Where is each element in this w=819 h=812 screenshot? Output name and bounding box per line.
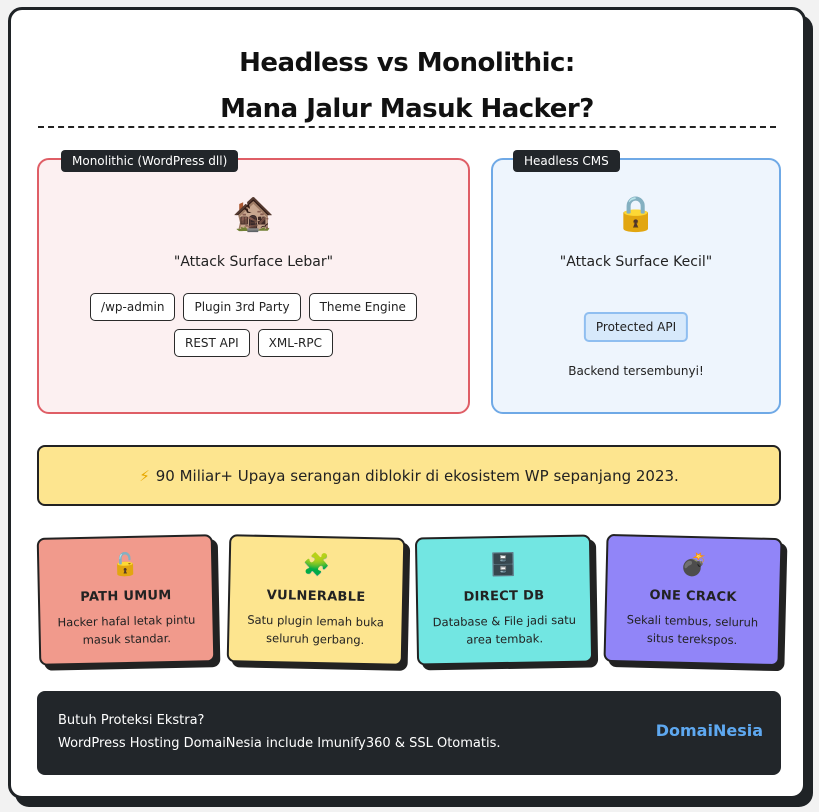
chip-xml-rpc: XML-RPC xyxy=(257,329,333,357)
monolithic-tag: Monolithic (WordPress dll) xyxy=(61,150,239,172)
cta-footer: Butuh Proteksi Ekstra? WordPress Hosting… xyxy=(37,691,781,775)
chip-theme-engine: Theme Engine xyxy=(308,293,417,321)
backend-note: Backend tersembunyi! xyxy=(568,364,704,378)
headless-panel: Headless CMS 🔒 "Attack Surface Kecil" Pr… xyxy=(491,150,781,414)
card-heading: DIRECT DB xyxy=(463,588,545,605)
chip-plugin: Plugin 3rd Party xyxy=(183,293,301,321)
brand-logo[interactable]: DomaiNesia xyxy=(655,721,763,740)
cabinet-icon: 🗄️ xyxy=(489,552,518,579)
card-heading: ONE CRACK xyxy=(649,587,737,606)
headless-subtitle: "Attack Surface Kecil" xyxy=(559,254,713,270)
house-icon: 🏚️ xyxy=(232,194,275,234)
card-description: Sekali tembus, seluruh situs terekspos. xyxy=(626,612,759,648)
card-path-umum: 🔓 PATH UMUM Hacker hafal letak pintu mas… xyxy=(36,534,216,666)
puzzle-icon: 🧩 xyxy=(302,552,331,579)
attack-surface-chips: /wp-admin Plugin 3rd Party Theme Engine … xyxy=(39,293,468,357)
monolithic-subtitle: "Attack Surface Lebar" xyxy=(173,254,334,270)
dashed-divider xyxy=(38,126,776,128)
page-title: Headless vs Monolithic: Mana Jalur Masuk… xyxy=(11,40,803,132)
stat-text: 90 Miliar+ Upaya serangan diblokir di ek… xyxy=(155,466,679,485)
title-line-1: Headless vs Monolithic: xyxy=(239,48,575,78)
card-heading: PATH UMUM xyxy=(80,588,172,605)
card-description: Database & File jadi satu area tembak. xyxy=(432,612,577,647)
footer-offer: WordPress Hosting DomaiNesia include Imu… xyxy=(58,736,501,751)
title-line-2: Mana Jalur Masuk Hacker? xyxy=(220,94,594,124)
card-description: Hacker hafal letak pintu masuk standar. xyxy=(57,612,196,647)
lightning-icon: ⚡ xyxy=(139,466,150,485)
footer-question: Butuh Proteksi Ekstra? xyxy=(58,713,205,728)
monolithic-panel: Monolithic (WordPress dll) 🏚️ "Attack Su… xyxy=(37,150,470,414)
infographic-frame: Headless vs Monolithic: Mana Jalur Masuk… xyxy=(8,7,806,799)
card-direct-db: 🗄️ DIRECT DB Database & File jadi satu a… xyxy=(414,534,594,666)
card-description: Satu plugin lemah buka seluruh gerbang. xyxy=(247,612,384,648)
headless-tag: Headless CMS xyxy=(513,150,620,172)
bomb-icon: 💣 xyxy=(679,552,708,579)
protected-api-badge: Protected API xyxy=(583,312,689,342)
lock-icon: 🔒 xyxy=(614,194,658,234)
card-heading: VULNERABLE xyxy=(266,587,366,606)
chip-wp-admin: /wp-admin xyxy=(90,293,176,321)
unlock-icon: 🔓 xyxy=(111,552,140,579)
card-vulnerable: 🧩 VULNERABLE Satu plugin lemah buka selu… xyxy=(226,534,406,666)
card-one-crack: 💣 ONE CRACK Sekali tembus, seluruh situs… xyxy=(603,533,783,667)
chip-rest-api: REST API xyxy=(173,329,250,357)
stat-banner: ⚡ 90 Miliar+ Upaya serangan diblokir di … xyxy=(37,445,781,506)
